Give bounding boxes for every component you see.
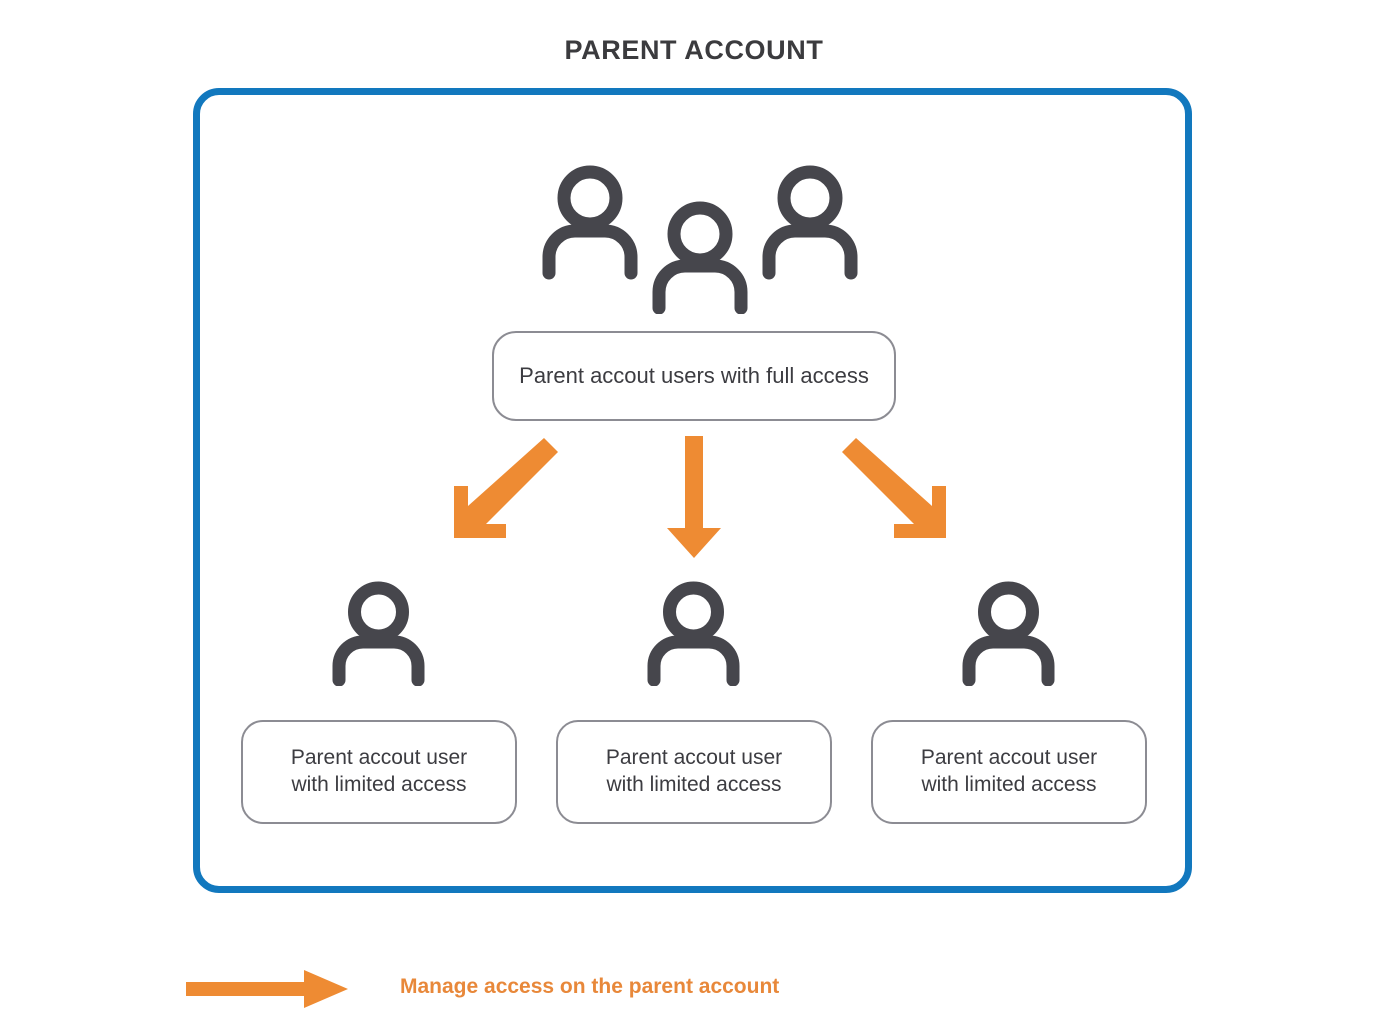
- child-node-label: Parent accout user with limited access: [606, 745, 782, 798]
- top-node-label-box: Parent accout users with full access: [492, 331, 896, 421]
- child-node-label-line-1: Parent accout user: [920, 746, 1098, 770]
- child-node-label-line-1: Parent accout user: [605, 746, 783, 770]
- users-group-icon: [542, 165, 858, 314]
- child-node-label-line-2: with limited access: [291, 773, 467, 796]
- child-node-label-box: Parent accout user with limited access: [241, 720, 517, 824]
- child-node-label-line-1: Parent accout user: [290, 746, 468, 770]
- person-icon: [332, 581, 425, 686]
- legend: Manage access on the parent account: [186, 962, 886, 1016]
- child-node-label-line-2: with limited access: [606, 773, 782, 796]
- arrow-right-icon: [186, 970, 348, 1008]
- top-node-label: Parent accout users with full access: [519, 363, 869, 389]
- arrow-down-icon: [667, 436, 721, 558]
- child-node-label-box: Parent accout user with limited access: [556, 720, 832, 824]
- child-node-label: Parent accout user with limited access: [921, 745, 1097, 798]
- child-node-label: Parent accout user with limited access: [291, 745, 467, 798]
- person-icon: [962, 581, 1055, 686]
- child-node-label-box: Parent accout user with limited access: [871, 720, 1147, 824]
- person-icon: [647, 581, 740, 686]
- child-node-label-line-2: with limited access: [921, 773, 1097, 796]
- page-title: PARENT ACCOUNT: [564, 35, 824, 65]
- legend-label: Manage access on the parent account: [400, 975, 780, 998]
- arrow-down-right-icon: [842, 438, 946, 538]
- arrow-down-left-icon: [454, 438, 558, 538]
